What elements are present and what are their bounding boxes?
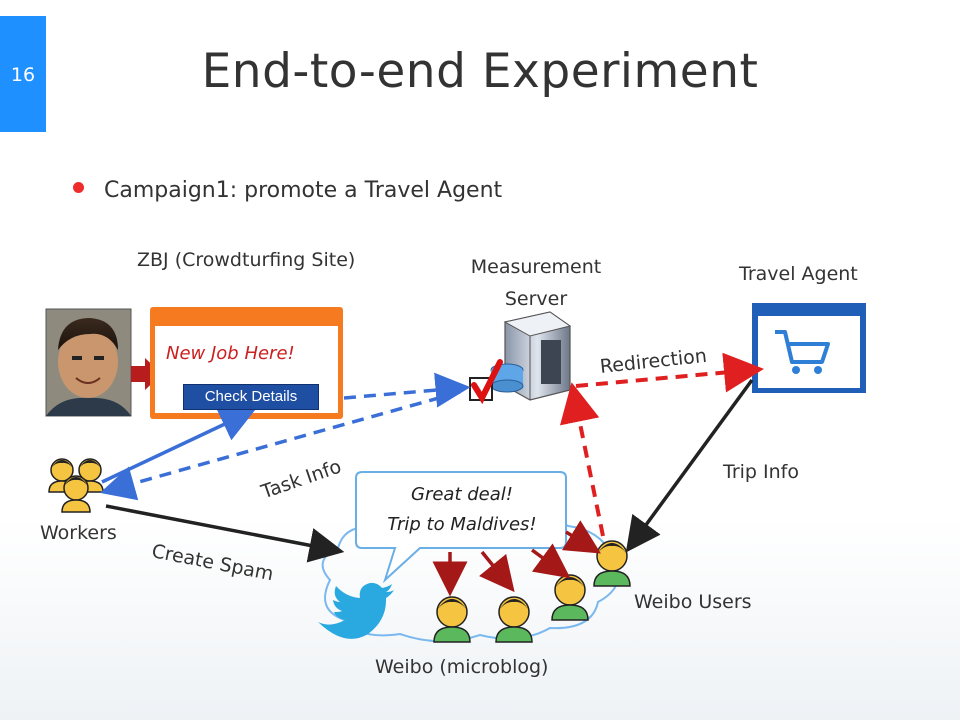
redirection-arrows: [560, 352, 764, 537]
workers-icon: [48, 458, 104, 513]
measurement-server-label: Measurement Server: [447, 251, 625, 315]
server-icon: [469, 311, 572, 405]
bullet-text: Campaign1: promote a Travel Agent: [104, 178, 503, 203]
weibo-users-label: Weibo Users: [634, 591, 752, 613]
create-spam-arrow: [105, 504, 345, 563]
bullet-dot: [73, 182, 84, 193]
spam-callout: [355, 471, 567, 584]
weibo-user-icons: [433, 540, 631, 643]
weibo-label: Weibo (microblog): [375, 656, 549, 678]
travel-agent-label: Travel Agent: [739, 263, 858, 285]
travel-agent-window: [752, 303, 866, 393]
slide-number: 16: [0, 16, 46, 132]
new-job-text: New Job Here!: [166, 343, 295, 364]
spam-spread-arrows: [432, 520, 601, 597]
trip-info-arrow: [625, 378, 754, 553]
task-info-arrows: [99, 372, 471, 501]
callout-text: Great deal! Trip to Maldives!: [358, 480, 566, 540]
check-details-button[interactable]: Check Details: [183, 384, 319, 410]
trip-info-label: Trip Info: [723, 461, 799, 483]
slide-title: End-to-end Experiment: [201, 44, 759, 99]
twitter-bird-icon: [318, 582, 394, 639]
measurement-label-line-1: Measurement: [470, 256, 602, 278]
callout-line-2: Trip to Maldives!: [387, 514, 537, 535]
worker-photo: [45, 308, 132, 417]
measurement-label-line-2: Server: [504, 288, 568, 310]
workers-label: Workers: [40, 522, 117, 544]
shopping-cart-icon: [775, 330, 830, 374]
zbj-label: ZBJ (Crowdturfing Site): [137, 249, 356, 271]
callout-line-1: Great deal!: [411, 484, 513, 505]
